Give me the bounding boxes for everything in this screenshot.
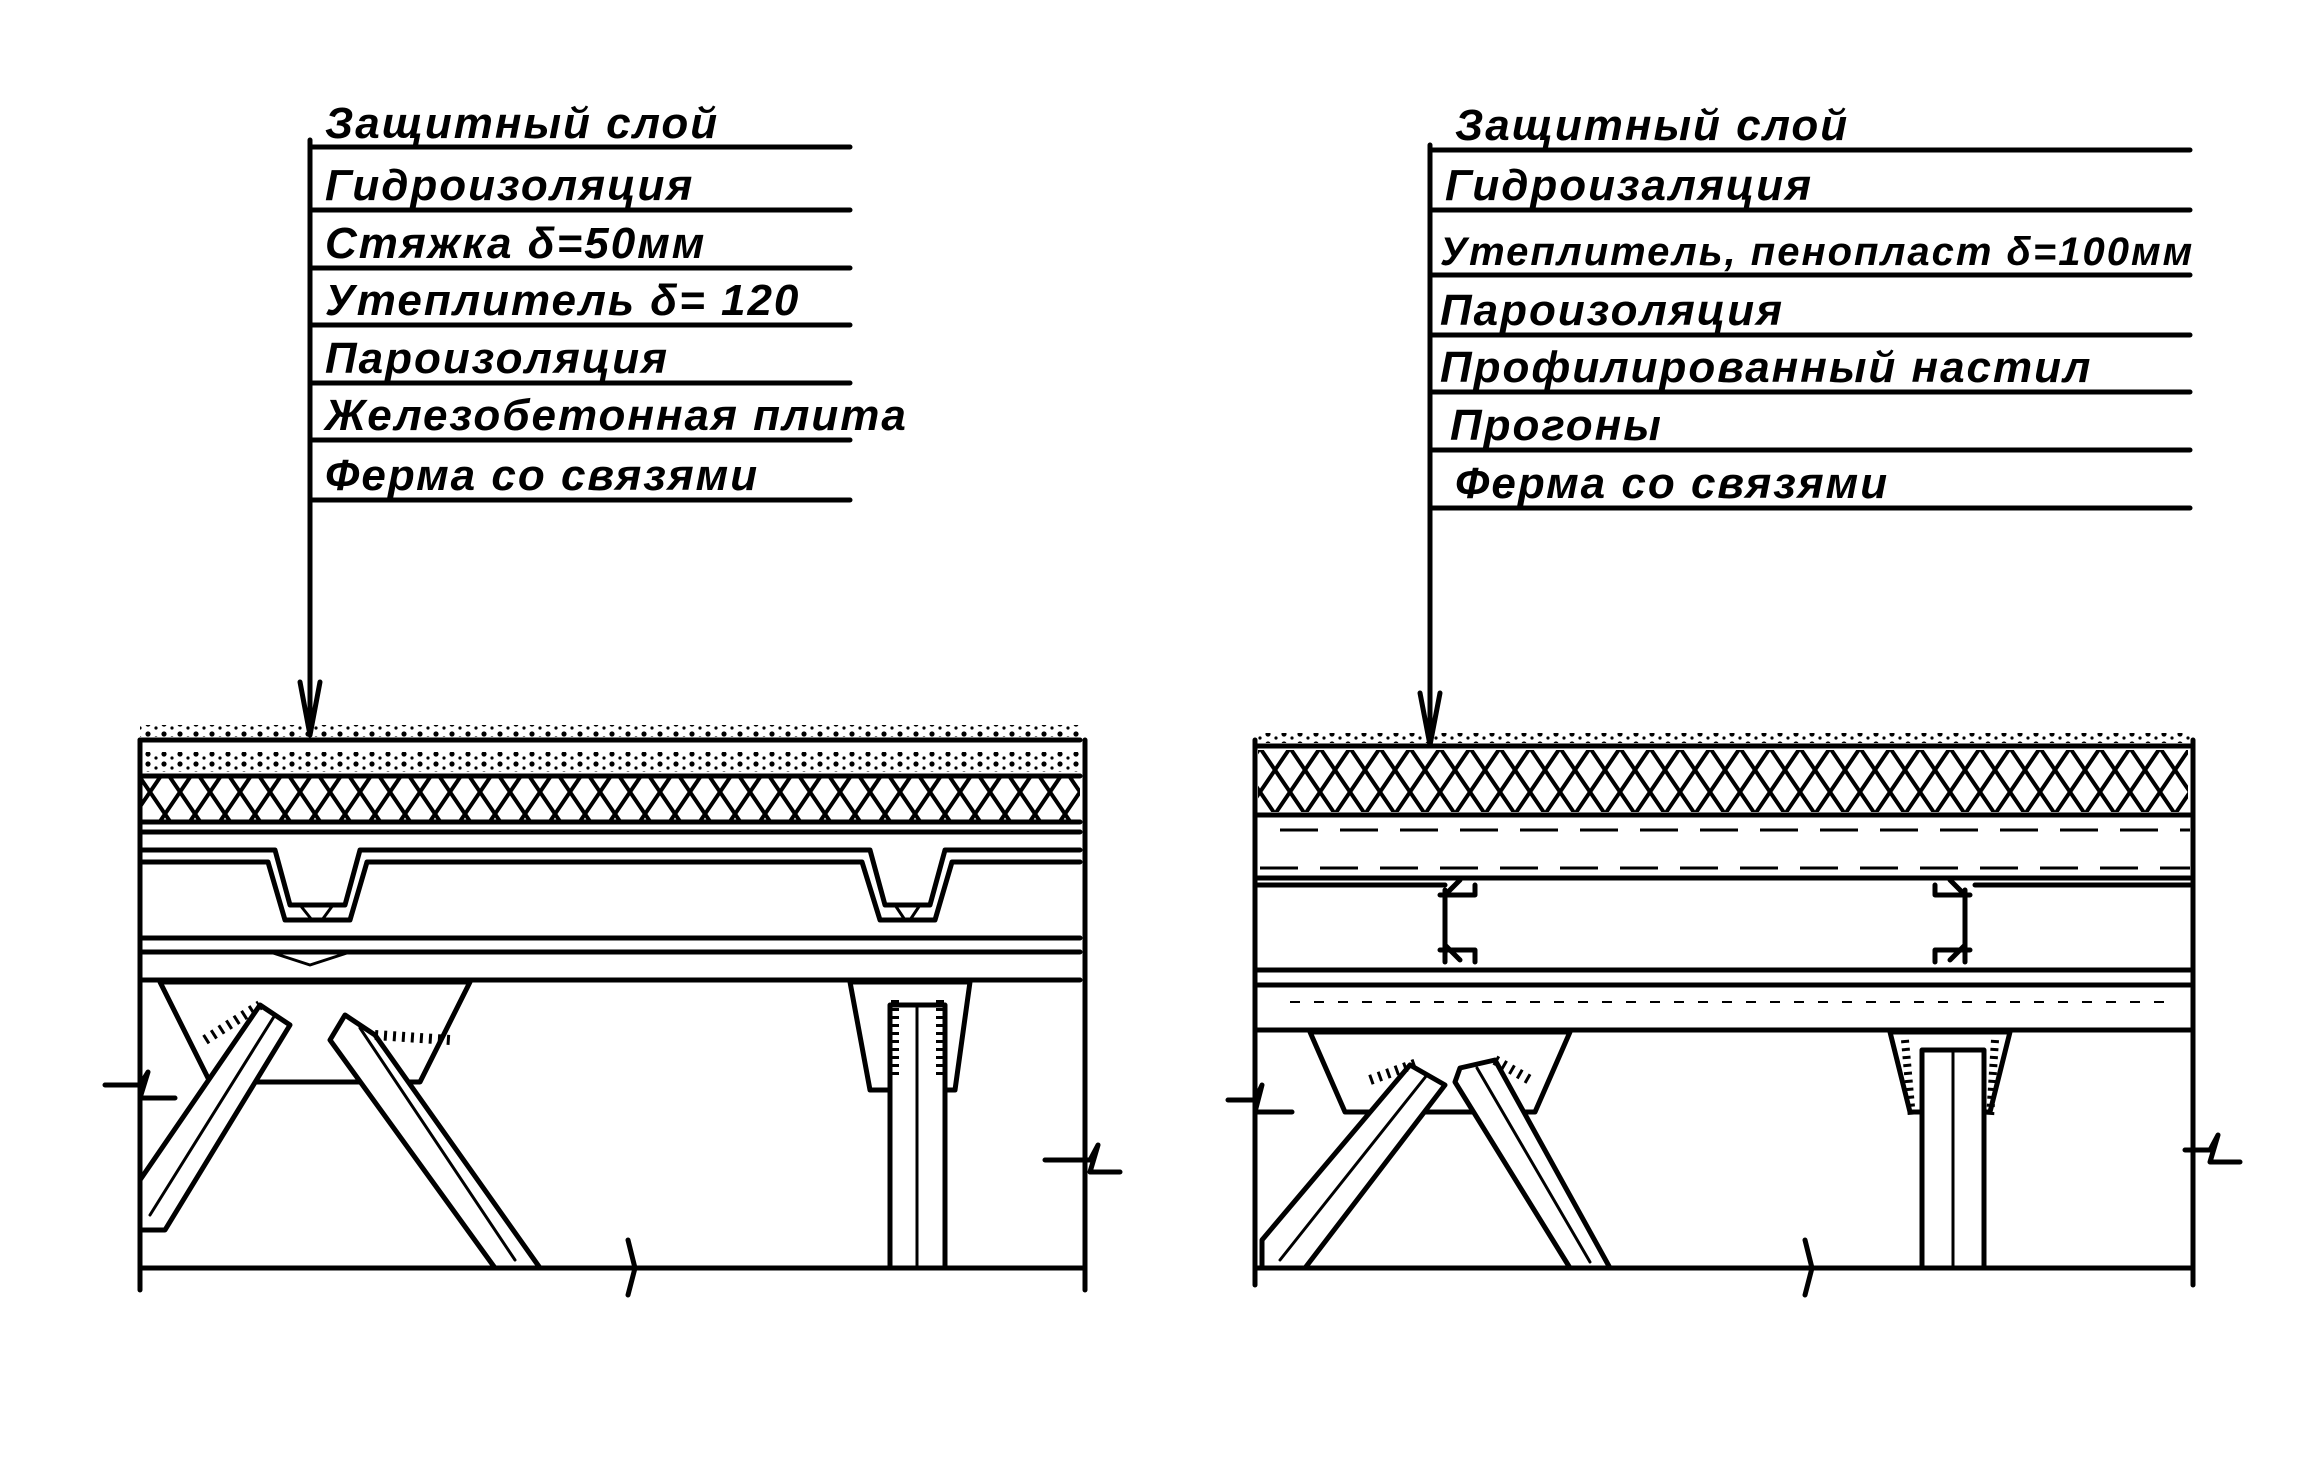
left-concrete-slab [137,847,1083,923]
right-break-mark [1225,1082,1295,1115]
left-layer-label: Железобетонная плита [323,391,908,440]
right-layer-label: Утеплитель, пенопласт δ=100мм [1440,230,2194,274]
right-purlin [1932,877,1973,965]
right-purlin [1437,877,1478,965]
right-break-mark [2182,1132,2243,1165]
right-section: Защитный слой Гидроизаляция Утеплитель, … [1225,101,2243,1298]
left-gusset-plate [157,979,473,1085]
right-insulation [1258,750,2188,812]
left-protective-layer [140,725,1080,737]
left-screed [140,752,1080,772]
right-layer-label: Гидроизаляция [1445,161,1813,210]
left-break-mark [625,1237,638,1298]
right-label-rules [1427,147,2193,511]
right-gusset-plate [1307,1029,1573,1115]
right-break-mark [1802,1237,1815,1298]
left-label-rules [307,144,853,503]
right-layer-label: Прогоны [1450,401,1663,450]
left-break-mark [1042,1142,1123,1175]
right-layer-label: Пароизоляция [1440,286,1784,335]
right-layer-label: Профилированный настил [1440,343,2092,392]
right-profiled-decking [1252,828,2193,881]
left-layer-label: Стяжка δ=50мм [325,219,706,268]
left-truss-post [887,1000,948,1271]
left-layer-label: Пароизоляция [325,334,669,383]
left-insulation [140,778,1080,822]
left-layer-label: Ферма со связями [325,451,759,500]
left-layer-label: Защитный слой [325,99,719,148]
left-layer-label: Гидроизоляция [325,161,694,210]
right-layer-label: Защитный слой [1455,101,1849,150]
left-layer-label: Утеплитель δ= 120 [325,276,800,325]
left-break-mark [102,1069,178,1101]
left-section: Защитный слой Гидроизоляция Стяжка δ=50м… [102,99,1123,1298]
right-truss-top-chord [1252,967,2193,1033]
right-layer-label: Ферма со связями [1455,459,1889,508]
left-truss-diagonal [137,1000,293,1233]
left-truss-top-chord [137,935,1083,983]
right-protective-layer [1255,733,2190,743]
